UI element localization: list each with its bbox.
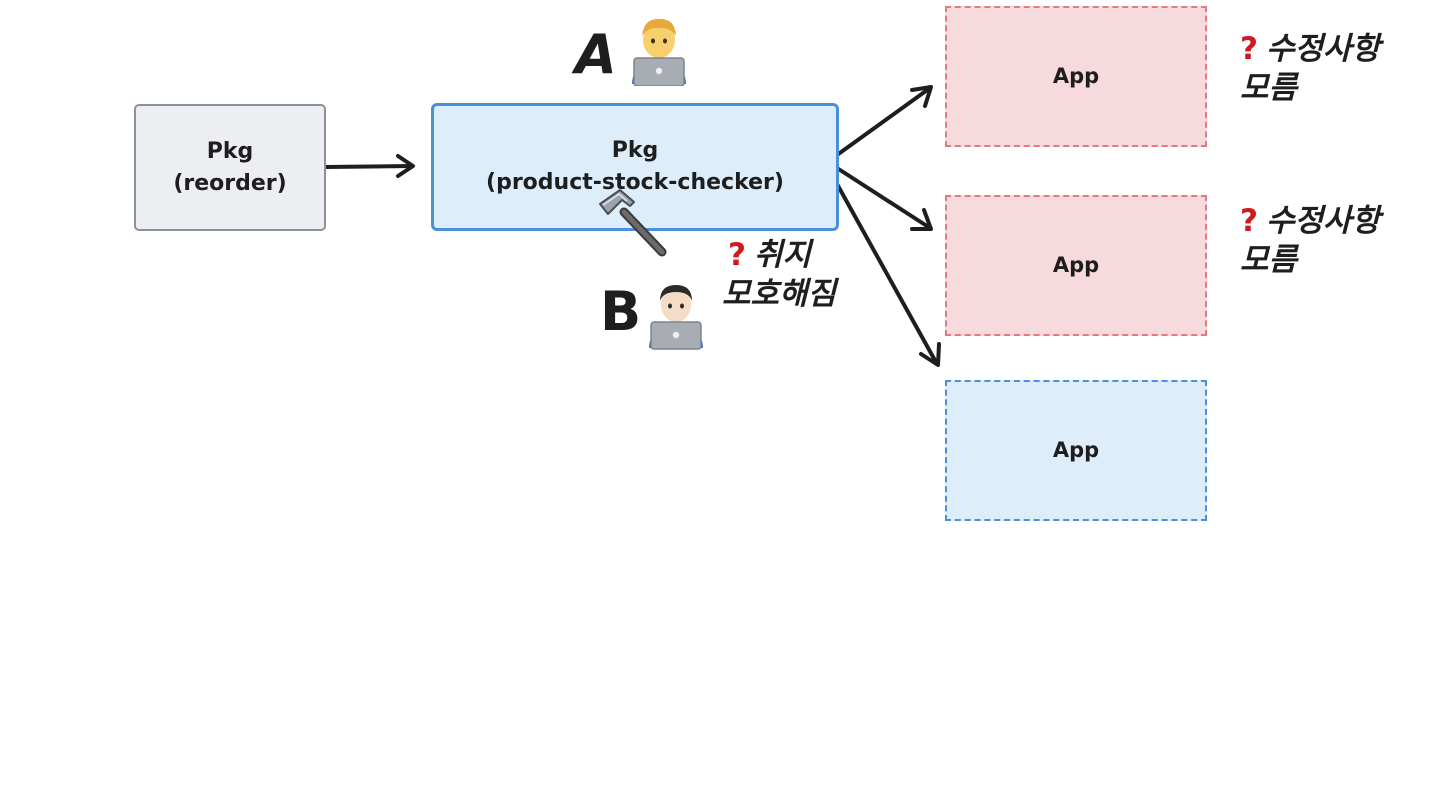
note-line-1: 수정사항 <box>1265 203 1381 239</box>
note-line-2: 모름 <box>1240 69 1298 106</box>
arrow-checker-to-app-3 <box>835 182 941 367</box>
developer-b-letter: B <box>600 280 642 343</box>
app-node-2: App <box>945 195 1207 336</box>
app-node-3: App <box>945 380 1207 521</box>
question-mark-icon: ? <box>728 237 746 273</box>
note-line-1: 취지 <box>753 237 812 273</box>
app-node-label: App <box>1052 64 1100 89</box>
pkg-reorder-name: (reorder) <box>173 170 287 196</box>
arrow-checker-to-app-1 <box>835 85 933 157</box>
developer-with-laptop-icon <box>632 18 686 86</box>
arrow-reorder-to-checker <box>323 154 415 178</box>
pkg-reorder-title: Pkg <box>206 138 254 164</box>
note-app-1-unaware: ?수정사항 모름 <box>1240 30 1380 108</box>
question-mark-icon: ? <box>1240 203 1258 239</box>
note-line-2: 모호해짐 <box>722 275 837 312</box>
pkg-checker-name: (product-stock-checker) <box>486 170 784 195</box>
app-node-label: App <box>1052 438 1100 463</box>
developer-with-laptop-icon <box>649 285 703 350</box>
app-node-1: App <box>945 6 1207 147</box>
note-line-2: 모름 <box>1240 241 1298 278</box>
app-node-label: App <box>1052 253 1100 278</box>
pkg-checker-title: Pkg <box>611 138 659 164</box>
note-purpose-blurred: ?취지 모호해짐 <box>722 236 836 314</box>
note-line-1: 수정사항 <box>1265 31 1381 67</box>
pkg-reorder-node: Pkg (reorder) <box>134 104 326 231</box>
pkg-checker-node: Pkg (product-stock-checker) <box>431 103 839 231</box>
developer-a-letter: A <box>575 23 617 86</box>
hammer-icon <box>599 189 667 257</box>
note-app-2-unaware: ?수정사항 모름 <box>1240 202 1380 280</box>
question-mark-icon: ? <box>1240 31 1258 67</box>
arrow-checker-to-app-2 <box>835 166 933 231</box>
